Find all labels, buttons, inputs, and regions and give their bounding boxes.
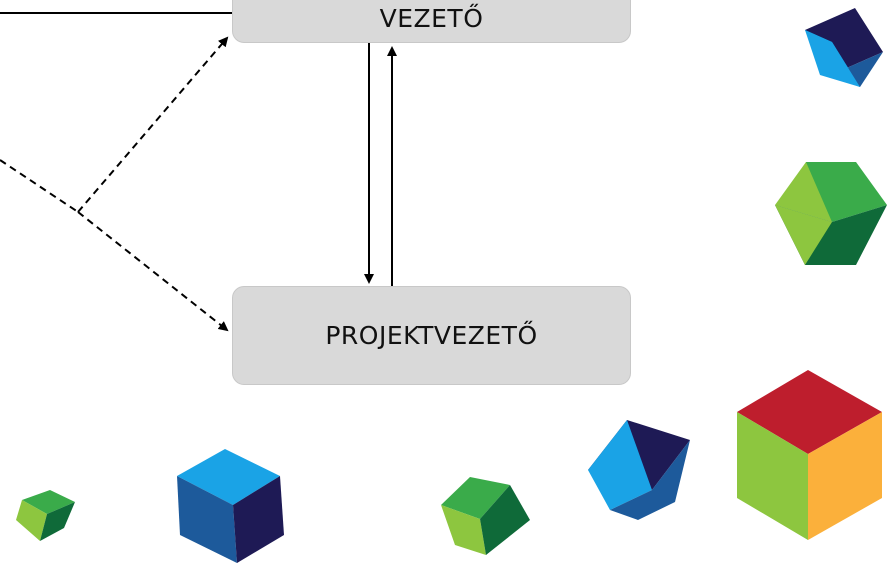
dashed-line-to-junction bbox=[0, 159, 79, 213]
dashed-arrow-to-projektvezeto bbox=[77, 211, 229, 332]
node-vezeto: VEZETŐ bbox=[232, 0, 631, 43]
cube-green-right bbox=[775, 162, 887, 265]
cube-large-multicolor bbox=[737, 370, 882, 540]
dashed-arrow-to-vezeto bbox=[77, 36, 229, 213]
node-vezeto-label: VEZETŐ bbox=[379, 4, 484, 33]
cube-small-green-bottom-left bbox=[16, 490, 75, 541]
cube-blue-bottom-right bbox=[588, 420, 690, 520]
node-projektvezeto: PROJEKTVEZETŐ bbox=[232, 286, 631, 385]
cube-green-bottom-middle bbox=[441, 477, 530, 555]
cube-blue-bottom-left bbox=[177, 449, 284, 563]
cube-blue-top-right bbox=[805, 8, 883, 87]
node-projektvezeto-label: PROJEKTVEZETŐ bbox=[325, 321, 538, 350]
